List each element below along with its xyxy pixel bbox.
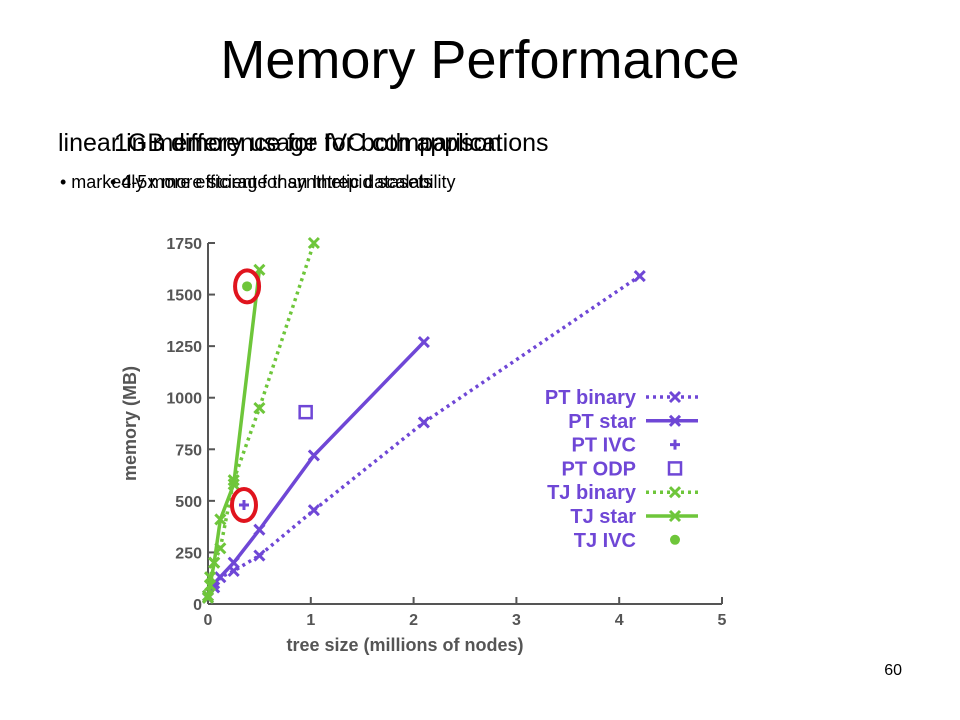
x-axis-label: tree size (millions of nodes): [286, 635, 523, 655]
x-tick-label: 1: [306, 612, 315, 629]
highlight-circle: [233, 268, 262, 305]
bullet-synthetic: • markedly more efficient for synthetic …: [60, 172, 433, 192]
data-point-tj-star: [227, 478, 240, 491]
series-line-pt-star: [206, 340, 426, 597]
y-tick-label: 1500: [166, 288, 202, 305]
bullet-storage: • 4-5x more storage than Intrepid scalab…: [110, 172, 456, 192]
legend-swatch-marker-tj-star: [668, 509, 682, 523]
legend-label-pt-ivc: PT IVC: [572, 435, 636, 457]
data-point-tj-star: [208, 556, 221, 569]
overlay-text-ivc: 1GB difference for IVC comparison: [114, 129, 502, 157]
y-tick-label: 1000: [166, 391, 202, 408]
legend-swatch-marker-tj-binary: [668, 486, 682, 499]
x-tick-label: 4: [615, 612, 624, 629]
data-point-pt-binary: [253, 549, 266, 562]
legend-swatch-marker-tj-ivc: [670, 534, 680, 545]
data-point-tj-ivc: [242, 281, 253, 292]
data-point-pt-binary: [417, 416, 430, 429]
data-point-tj-star: [203, 579, 217, 592]
y-tick-label: 1750: [166, 236, 202, 253]
legend-swatch-marker-pt-odp: [667, 461, 683, 476]
y-tick-label: 1250: [166, 339, 202, 356]
x-tick-label: 5: [718, 612, 727, 629]
data-point-tj-star: [214, 513, 227, 526]
legend-label-pt-binary: PT binary: [545, 387, 637, 409]
legend-label-pt-odp: PT ODP: [562, 458, 636, 480]
y-tick-label: 0: [193, 597, 202, 614]
page-number: 60: [884, 662, 902, 679]
y-tick-label: 250: [175, 545, 202, 562]
data-point-pt-binary: [633, 269, 646, 283]
data-point-tj-star: [201, 591, 215, 604]
overlay-text-linear: linear in memory usage for both applicat…: [58, 129, 549, 157]
data-point-pt-star: [307, 449, 320, 462]
data-point-pt-ivc: [238, 499, 249, 510]
highlight-circle: [229, 486, 258, 523]
legend-swatch-marker-pt-binary: [668, 390, 682, 404]
slide-title: Memory Performance: [220, 30, 740, 90]
y-tick-label: 750: [175, 442, 202, 459]
data-point-pt-binary: [307, 504, 320, 517]
legend-swatch-marker-pt-ivc: [670, 439, 680, 450]
data-point-pt-star: [417, 335, 430, 349]
legend-label-pt-star: PT star: [568, 411, 636, 433]
x-tick-label: 0: [204, 612, 213, 629]
data-point-pt-odp: [298, 404, 313, 420]
legend-label-tj-ivc: TJ IVC: [574, 530, 636, 552]
data-point-tj-binary: [253, 401, 266, 415]
legend-label-tj-binary: TJ binary: [547, 482, 637, 504]
x-tick-label: 3: [512, 612, 521, 629]
legend-label-tj-star: TJ star: [570, 506, 636, 528]
data-point-pt-star: [227, 556, 240, 569]
data-point-tj-binary: [307, 236, 320, 250]
y-tick-label: 500: [175, 494, 202, 511]
y-axis-label: memory (MB): [120, 366, 140, 481]
legend-swatch-marker-pt-star: [668, 414, 682, 427]
x-tick-label: 2: [409, 612, 418, 629]
data-point-pt-star: [253, 523, 266, 536]
